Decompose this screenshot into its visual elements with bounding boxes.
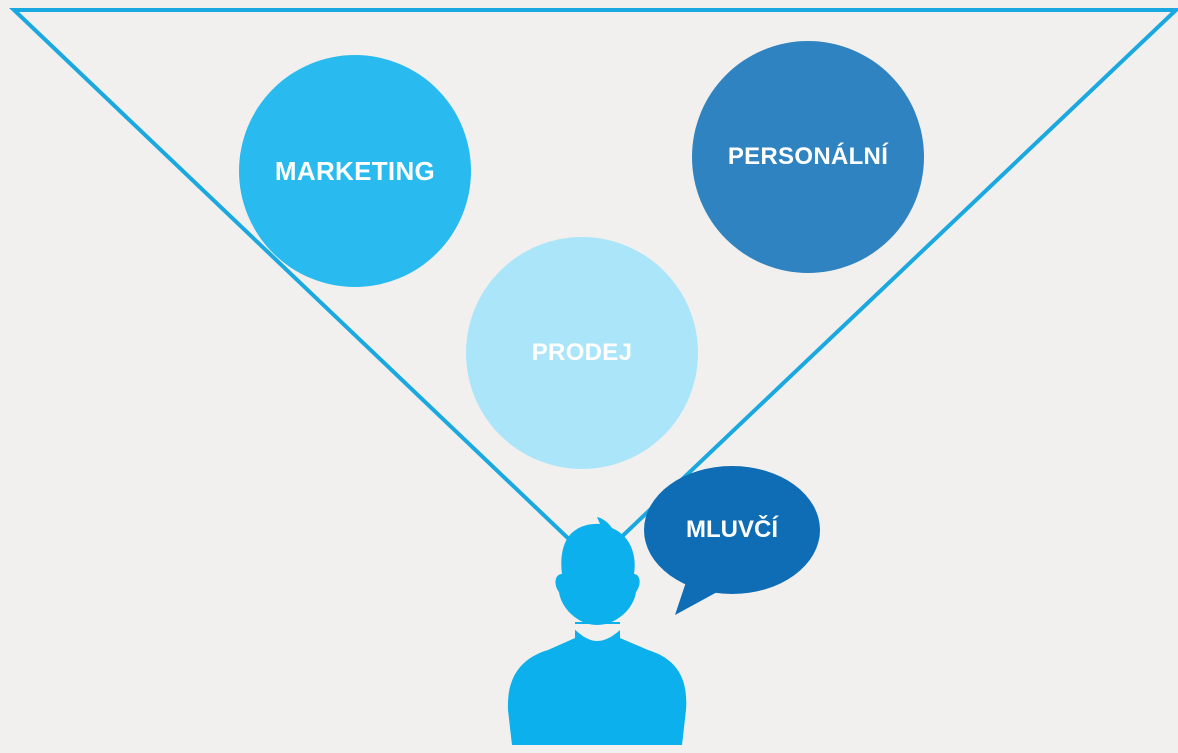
person-silhouette-icon: [507, 517, 687, 745]
funnel-triangle: [9, 8, 1178, 566]
personal-label: PERSONÁLNÍ: [727, 143, 889, 170]
prodej-label: PRODEJ: [531, 339, 633, 366]
prodej-circle: PRODEJ: [466, 237, 698, 469]
marketing-label: MARKETING: [274, 155, 436, 186]
speech-bubble-label: MLUVČÍ: [686, 516, 778, 543]
marketing-circle: MARKETING: [239, 55, 471, 287]
speech-bubble: [644, 466, 820, 615]
personal-circle: PERSONÁLNÍ: [692, 41, 924, 273]
